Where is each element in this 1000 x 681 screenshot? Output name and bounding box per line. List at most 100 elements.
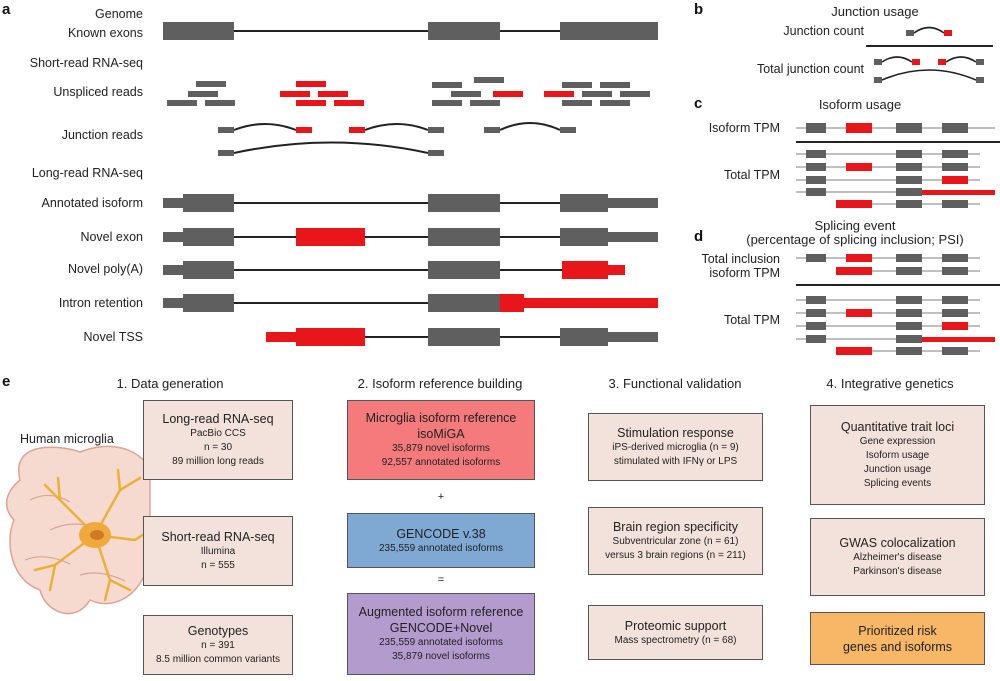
long-read-box: Long-read RNA-seq PacBio CCS n = 30 89 m… [143,400,293,480]
isoform-tpm-glyph [796,123,995,133]
short-read-box-line1: Illumina [200,546,236,557]
genotypes-box-line1: n = 391 [201,640,235,651]
junction-reads-label: Junction reads [62,128,143,142]
genome-label: Genome [95,7,143,21]
stimulation-box: Stimulation response iPS-derived microgl… [588,413,763,481]
junction-count-label: Junction count [783,24,864,38]
isoform-tpm-label: Isoform TPM [709,121,780,135]
genotypes-box-title: Genotypes [187,624,249,638]
equals-sign: = [437,574,445,586]
long-read-box-title: Long-read RNA-seq [162,412,274,426]
total-inclusion-glyph [796,254,980,275]
proteomic-box-line1: Mass spectrometry (n = 68) [614,634,737,646]
gwas-box-line1: Alzheimer's disease [853,552,942,563]
long-read-box-line1: PacBio CCS [190,428,246,439]
short-read-box-title: Short-read RNA-seq [161,530,275,544]
c-total-tpm-label: Total TPM [724,168,780,182]
total-tpm-d-glyph [796,296,995,355]
novel-exon-label: Novel exon [80,230,143,244]
novel-polya-label: Novel poly(A) [68,262,143,276]
long-read-label: Long-read RNA-seq [32,166,143,180]
known-exons-label: Known exons [68,26,143,40]
brain-microglia-illustration [5,445,152,615]
gwas-box-title: GWAS colocalization [839,536,956,550]
d-total-tpm-label: Total TPM [724,313,780,327]
unspliced-reads-track [167,77,650,106]
novel-exon-track [163,228,658,246]
unspliced-reads-label: Unspliced reads [53,85,143,99]
annotated-isoform-label: Annotated isoform [42,196,143,210]
panel-a-label: a [2,1,11,18]
stimulation-box-line1: iPS-derived microglia (n = 9) [612,442,739,453]
prioritized-box-title1: Prioritized risk [858,623,937,638]
splicing-event-title: Splicing event [815,218,896,233]
prioritized-box-title2: genes and isoforms [842,639,953,654]
total-inclusion-label: Total inclusion [701,252,780,266]
panel-c-label: c [694,95,702,112]
qtl-box-title: Quantitative trait loci [840,420,955,434]
annotated-isoform-track [163,194,658,212]
genotypes-box-line2: 8.5 million common variants [156,654,280,665]
total-junction-count-label: Total junction count [757,62,865,76]
augmented-box-title2: GENCODE+Novel [389,621,493,635]
gencode-box-line1: 235,559 annotated isoforms [379,542,503,554]
qtl-box: Quantitative trait loci Gene expression … [810,405,985,505]
gencode-box: GENCODE v.38 235,559 annotated isoforms [347,513,535,568]
psi-title: (percentage of splicing inclusion; PSI) [746,232,964,247]
qtl-box-line2: Isoform usage [865,450,930,461]
col1-header: 1. Data generation [116,376,224,391]
long-read-box-line2: n = 30 [203,442,233,453]
isomiga-box-line2: 92,557 annotated isoforms [381,457,501,468]
augmented-box: Augmented isoform reference GENCODE+Nove… [347,593,535,675]
prioritized-box: Prioritized risk genes and isoforms [810,612,985,665]
isoform-usage-title: Isoform usage [819,97,901,112]
brain-region-box-title: Brain region specificity [612,520,739,534]
stimulation-box-line2: stimulated with IFNγ or LPS [613,456,738,467]
short-read-box-line2: n = 555 [201,560,235,571]
qtl-box-line3: Junction usage [863,464,932,475]
brain-region-box-line2: versus 3 brain regions (n = 211) [605,550,746,561]
total-junction-glyph [874,56,984,83]
plus-sign: + [437,491,445,503]
proteomic-box-title: Proteomic support [624,618,727,633]
known-exons-track [163,22,658,40]
qtl-box-line4: Splicing events [863,478,932,489]
total-tpm-c-glyph [796,150,995,208]
gwas-box-line2: Parkinson's disease [853,566,942,577]
panel-e-label: e [2,373,10,390]
panel-d-label: d [694,228,703,245]
short-read-label: Short-read RNA-seq [30,56,143,70]
isomiga-box-title1: Microglia isoform reference [365,411,517,425]
qtl-box-line1: Gene expression [859,436,936,447]
genotypes-box: Genotypes n = 391 8.5 million common var… [143,615,293,675]
isomiga-box: Microglia isoform reference isoMiGA 35,8… [347,400,535,480]
junction-count-glyph [906,26,952,36]
isoform-tpm-d-label: isoform TPM [709,266,780,280]
stimulation-box-title: Stimulation response [617,426,734,440]
col2-header: 2. Isoform reference building [357,376,523,391]
augmented-box-title1: Augmented isoform reference [358,605,524,619]
col4-header: 4. Integrative genetics [826,376,954,391]
augmented-box-line2: 35,879 novel isoforms [392,651,490,662]
intron-retention-label: Intron retention [59,296,143,310]
short-read-box: Short-read RNA-seq Illumina n = 555 [143,516,293,586]
junction-usage-title: Junction usage [831,4,918,19]
novel-tss-track [266,328,658,346]
junction-reads-track [218,122,576,156]
intron-retention-track [163,294,658,312]
col3-header: 3. Functional validation [608,376,742,391]
novel-polya-track [163,261,625,279]
isomiga-box-title2: isoMiGA [417,427,465,441]
gwas-box: GWAS colocalization Alzheimer's disease … [810,518,985,596]
gencode-box-title: GENCODE v.38 [396,526,486,541]
panel-b-label: b [694,1,703,18]
brain-region-box-line1: Subventricular zone (n = 61) [612,536,739,547]
novel-tss-label: Novel TSS [83,330,143,344]
human-microglia-label: Human microglia [20,432,114,446]
proteomic-box: Proteomic support Mass spectrometry (n =… [588,605,763,660]
brain-region-box: Brain region specificity Subventricular … [588,507,763,575]
long-read-box-line3: 89 million long reads [172,456,264,467]
isomiga-box-line1: 35,879 novel isoforms [392,443,490,454]
augmented-box-line1: 235,559 annotated isoforms [379,637,503,648]
